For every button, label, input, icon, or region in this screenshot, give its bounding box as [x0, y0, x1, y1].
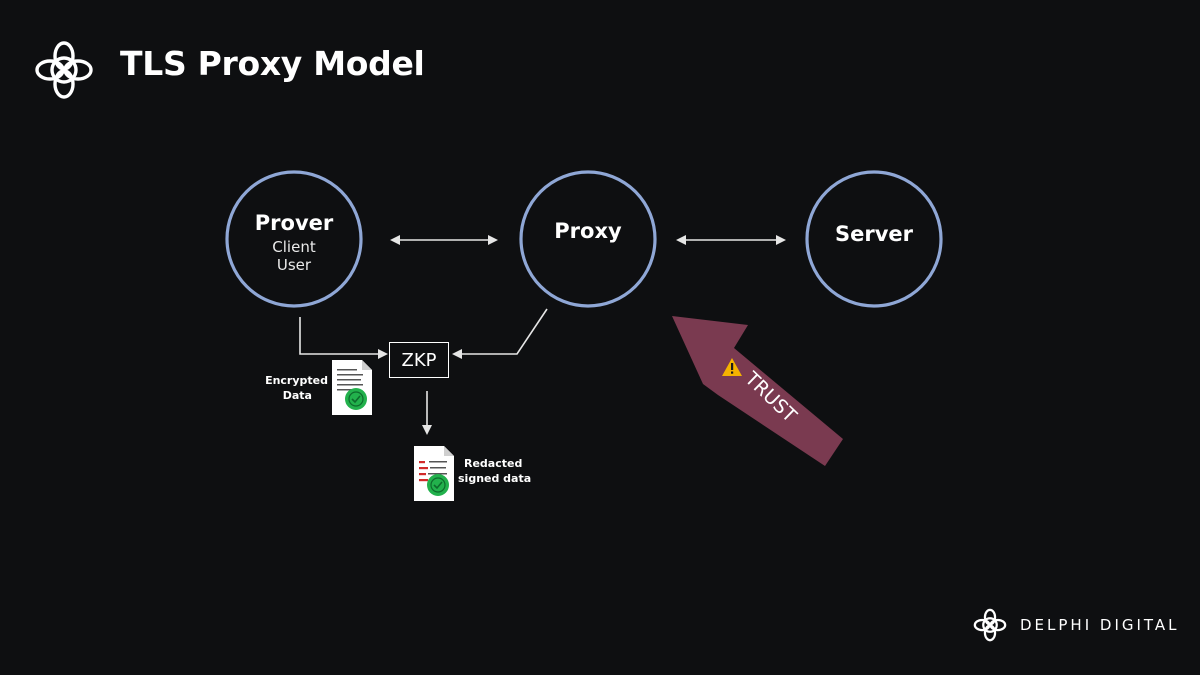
server-node	[805, 170, 943, 308]
warning-icon	[722, 358, 742, 376]
redacted-label-line2: signed data	[458, 472, 532, 485]
prover-zkp-connector	[299, 317, 388, 359]
page-title: TLS Proxy Model	[120, 44, 425, 83]
encrypted-data-label: Encrypted Data	[262, 373, 328, 403]
prover-label: Prover	[254, 211, 334, 235]
brand-logo-icon	[973, 608, 1007, 642]
encrypted-document-icon	[332, 360, 372, 415]
prover-sub-client: Client	[272, 238, 316, 256]
encrypted-label-line1: Encrypted	[265, 374, 328, 387]
proxy-node	[519, 170, 657, 308]
proxy-zkp-connector	[452, 308, 548, 359]
zkp-box: ZKP	[389, 342, 449, 378]
redacted-data-label: Redacted signed data	[458, 456, 538, 486]
prover-node	[225, 170, 363, 308]
brand-name: DELPHI DIGITAL	[1020, 616, 1180, 634]
proxy-label: Proxy	[554, 219, 622, 243]
prover-sub-user: User	[276, 256, 312, 274]
seal-check-icon	[345, 388, 367, 410]
trust-arrow	[672, 316, 843, 466]
seal-check-icon	[427, 474, 449, 496]
redacted-label-line1: Redacted	[464, 457, 523, 470]
server-label: Server	[834, 222, 913, 246]
logo-knot-icon	[35, 41, 93, 99]
redacted-document-icon	[414, 446, 454, 501]
encrypted-label-line2: Data	[282, 389, 312, 402]
